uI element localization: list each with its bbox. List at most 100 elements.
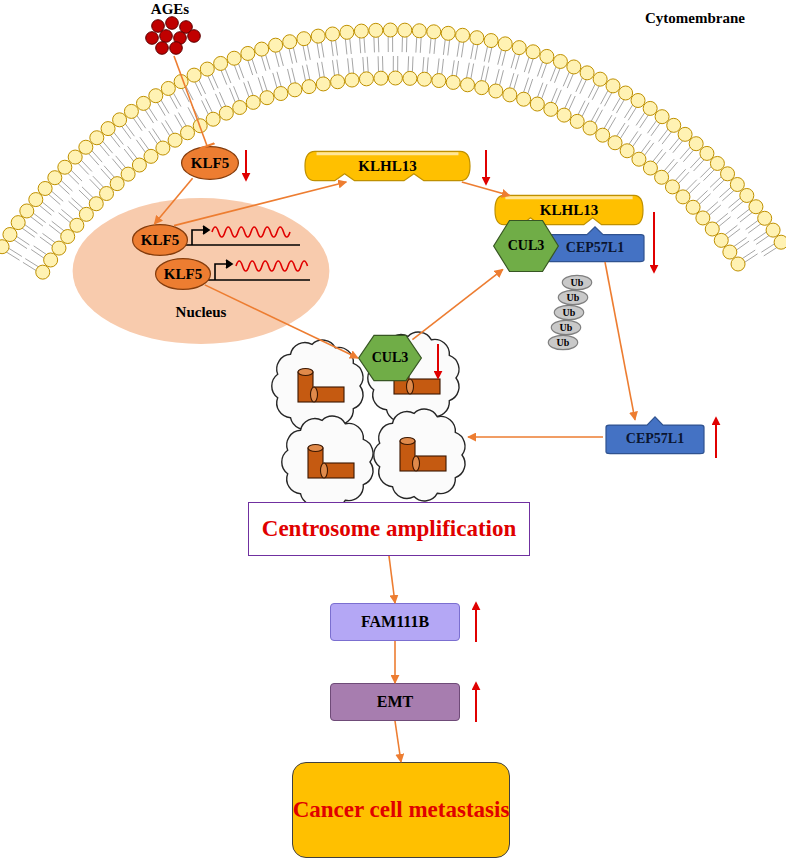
lipid-tail: [764, 247, 777, 256]
text-holder: CUL3: [358, 335, 422, 381]
lipid-tail: [466, 63, 469, 79]
lipid-tail: [495, 69, 499, 84]
lipid-head: [121, 167, 135, 181]
text-holder: FAM111B: [331, 604, 459, 640]
lipid-tail: [332, 60, 334, 76]
lipid-tail: [537, 83, 543, 98]
node-label: FAM111B: [361, 613, 429, 631]
lipid-tail: [61, 180, 73, 191]
lipid-tail: [448, 40, 450, 56]
lipid-tail: [99, 144, 109, 156]
centriole-pair: [400, 438, 446, 472]
lipid-head: [149, 89, 163, 103]
centriole-body: [314, 387, 344, 402]
lipid-head: [136, 96, 150, 110]
lipid-head: [70, 218, 84, 232]
lipid-head: [596, 128, 610, 142]
lipid-tail: [528, 58, 533, 73]
lipid-tail: [628, 107, 637, 121]
centriole-body: [410, 379, 440, 394]
lipid-head: [456, 28, 470, 42]
lipid-tail: [178, 113, 186, 127]
centriole-body: [416, 456, 446, 471]
lipid-tail: [68, 173, 79, 184]
lipid-head: [44, 253, 58, 267]
lipid-tail: [30, 216, 43, 226]
process-box: EMT: [330, 683, 460, 721]
lipid-head: [403, 71, 417, 85]
lipid-head: [302, 80, 316, 94]
lipid-tail: [620, 125, 629, 138]
lipid-head: [174, 75, 188, 89]
lipid-head: [288, 83, 302, 97]
lipid-head: [354, 24, 368, 38]
lipid-tail: [234, 86, 240, 101]
lipid-tail: [350, 38, 352, 54]
lipid-tail: [40, 237, 53, 246]
lipid-tail: [452, 60, 454, 76]
lipid-head: [331, 75, 345, 89]
lipid-tail: [307, 65, 310, 81]
lipid-tail: [279, 50, 283, 65]
lipid-tail: [165, 120, 173, 134]
lipid-head: [246, 95, 260, 109]
up-arrow: [715, 418, 717, 458]
lipid-tail: [443, 39, 445, 55]
lipid-head: [369, 23, 383, 37]
lipid-tail: [616, 99, 624, 113]
lipid-tail: [367, 57, 368, 73]
lipid-head: [606, 79, 620, 93]
arrow-connector: [462, 182, 510, 196]
lipid-tail: [302, 66, 305, 82]
text-holder: KLF5: [155, 258, 211, 290]
lipid-tail: [423, 57, 424, 73]
down-arrow: [485, 150, 487, 184]
lipid-tail: [42, 233, 55, 242]
up-arrow: [475, 603, 477, 642]
lipid-head: [3, 228, 17, 242]
lipid-tail: [624, 104, 633, 118]
lipid-head: [0, 240, 9, 254]
lipid-tail: [393, 56, 394, 72]
lipid-tail: [363, 57, 364, 73]
lipid-tail: [554, 68, 560, 83]
lipid-tail: [514, 74, 519, 89]
lipid-tail: [756, 235, 769, 244]
lipid-head: [678, 127, 692, 141]
lipid-tail: [437, 58, 439, 74]
lipid-head: [274, 87, 288, 101]
lipid-tail: [471, 43, 474, 59]
lipid-tail: [592, 86, 599, 100]
lipid-tail: [737, 209, 750, 219]
lipid-tail: [641, 140, 651, 153]
node-label: CUL3: [508, 238, 545, 253]
lipid-tail: [121, 126, 130, 139]
lipid-tail: [430, 38, 431, 54]
lipid-tail: [277, 72, 281, 87]
lipid-tail: [262, 76, 267, 91]
text-holder: CUL3: [493, 220, 559, 272]
lipid-tail: [31, 250, 44, 259]
lipid-tail: [102, 141, 112, 153]
lipid-head: [48, 171, 62, 185]
tube-outline: [305, 151, 470, 180]
lipid-tail: [727, 229, 740, 239]
text-holder: CEP57L1: [605, 416, 705, 454]
ellipse-outline: [562, 275, 591, 289]
lipid-head: [316, 77, 330, 91]
lipid-head: [427, 25, 441, 39]
lipid-tail: [124, 149, 134, 162]
lipid-tail: [608, 117, 616, 131]
lipid-tail: [523, 78, 528, 93]
lipid-tail: [402, 36, 403, 52]
lipid-head: [517, 92, 531, 106]
lipid-tail: [199, 80, 206, 94]
lipid-head: [374, 71, 388, 85]
lipid-tail: [580, 79, 587, 94]
lipid-tail: [71, 170, 82, 181]
lipid-tail: [261, 55, 266, 70]
lipid-tail: [265, 54, 270, 69]
lipid-tail: [407, 56, 409, 72]
lipid-head: [340, 25, 354, 39]
lipid-tail: [234, 65, 240, 80]
